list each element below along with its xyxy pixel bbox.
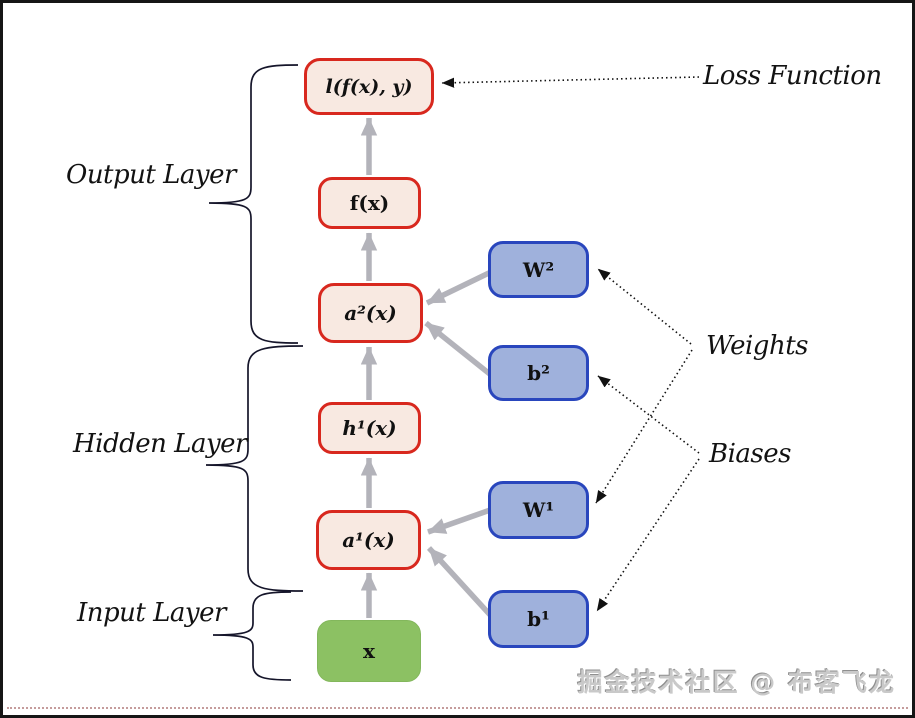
node-b2-label: b² xyxy=(527,361,550,385)
arrow-b2-to-a2 xyxy=(424,320,493,378)
brace-output-layer xyxy=(208,64,299,344)
biases-label: Biases xyxy=(709,439,792,469)
node-a2-label: a²(x) xyxy=(344,301,397,325)
arrow-b1-to-a1 xyxy=(426,546,495,619)
node-w2-label: W² xyxy=(522,257,555,282)
node-h1-label: h¹(x) xyxy=(342,416,397,440)
dotted-arrow-lossfunction-to-loss xyxy=(441,76,700,88)
node-loss: l(f(x), y) xyxy=(304,58,434,115)
node-w2: W² xyxy=(488,241,589,298)
arrow-w2-to-a2 xyxy=(425,268,495,306)
node-f-label: f(x) xyxy=(349,191,390,215)
dotted-arrow-biases-to-b1 xyxy=(596,458,700,612)
weights-label: Weights xyxy=(706,331,809,361)
node-b1: b¹ xyxy=(488,590,589,648)
node-a1: a¹(x) xyxy=(316,510,421,570)
arrow-w1-to-a1 xyxy=(427,506,494,535)
node-loss-label: l(f(x), y) xyxy=(325,75,413,98)
watermark-text: 掘金技术社区 @ 布客飞龙 xyxy=(577,668,896,697)
node-a2: a²(x) xyxy=(318,283,423,343)
node-w1: W¹ xyxy=(488,481,589,539)
dotted-arrow-weights-to-w2 xyxy=(597,268,692,345)
dotted-arrow-weights-to-w1 xyxy=(595,349,693,504)
node-w1-label: W¹ xyxy=(522,498,555,522)
node-a1-label: a¹(x) xyxy=(342,528,395,552)
brace-input-layer xyxy=(212,591,292,681)
node-x: x xyxy=(317,620,421,682)
hidden-layer-label: Hidden Layer xyxy=(73,429,247,459)
node-b1-label: b¹ xyxy=(527,607,550,631)
connector-layer xyxy=(205,64,700,681)
node-f: f(x) xyxy=(318,177,421,229)
node-h1: h¹(x) xyxy=(318,402,421,454)
bottom-dotted-divider xyxy=(7,707,908,709)
brace-hidden-layer xyxy=(205,345,304,592)
node-b2: b² xyxy=(488,345,589,401)
dotted-arrow-biases-to-b2 xyxy=(597,375,700,454)
input-layer-label: Input Layer xyxy=(77,598,226,628)
loss-function-label: Loss Function xyxy=(703,61,882,91)
node-x-label: x xyxy=(363,639,375,663)
output-layer-label: Output Layer xyxy=(66,160,236,190)
